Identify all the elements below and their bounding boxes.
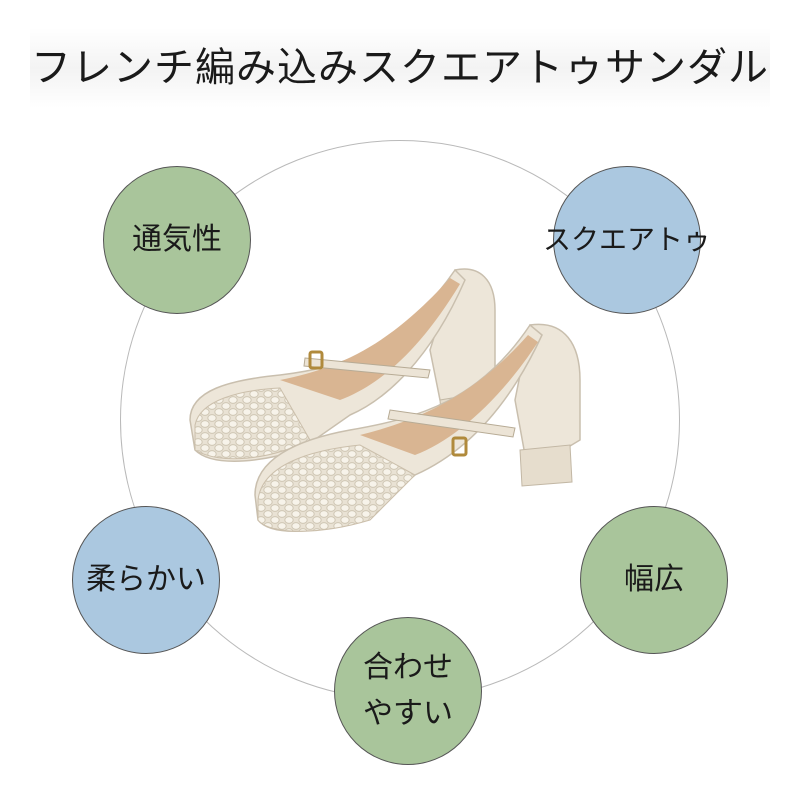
feature-label-soft: 柔らかい	[86, 562, 206, 597]
feature-badge-soft: 柔らかい	[72, 506, 220, 654]
feature-label-square-toe: スクエアトゥ	[543, 223, 712, 256]
shoe-back	[189, 268, 496, 462]
feature-label-easy-match-1: 合わせ	[363, 650, 453, 685]
feature-badge-wide: 幅広	[580, 506, 728, 654]
feature-badge-square-toe: スクエアトゥ	[543, 166, 711, 314]
product-image-shoes	[189, 268, 581, 532]
page-title: フレンチ編み込みスクエアトゥサンダル	[31, 45, 769, 91]
shoe-front	[254, 323, 581, 532]
feature-label-breathable: 通気性	[132, 222, 222, 257]
feature-label-easy-match-2: やすい	[363, 696, 453, 731]
feature-badge-easy-match: 合わせ やすい	[334, 617, 482, 765]
feature-label-wide: 幅広	[624, 562, 684, 597]
feature-badge-breathable: 通気性	[103, 166, 251, 314]
title-band	[30, 28, 770, 108]
